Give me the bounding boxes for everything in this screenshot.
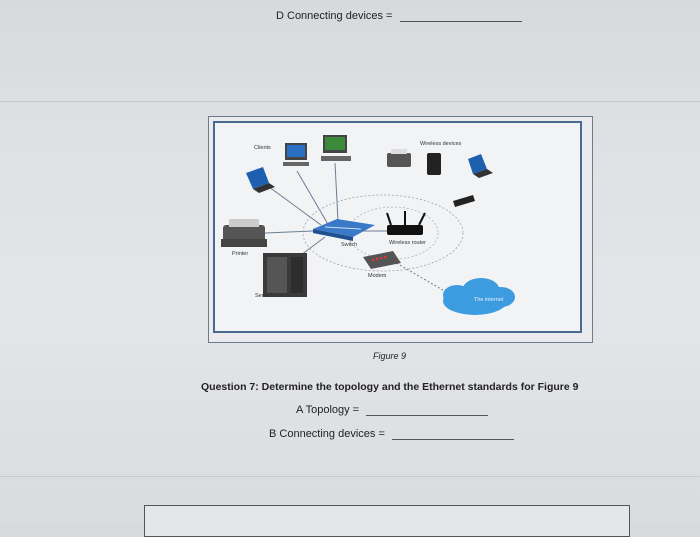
figure-caption: Figure 9	[373, 351, 407, 361]
switch-icon	[313, 219, 375, 241]
server-icon	[263, 253, 307, 297]
question-text: Question 7: Determine the topology and t…	[201, 381, 579, 393]
clients-label: Clients	[254, 145, 271, 151]
switch-label: Switch	[341, 242, 358, 248]
item-d-row: D Connecting devices =	[276, 10, 522, 22]
printer-icon	[387, 149, 411, 167]
page-rule	[0, 476, 700, 477]
client-laptop-icon	[246, 167, 275, 193]
modem-icon	[363, 251, 401, 269]
server-label: Server	[255, 293, 272, 299]
item-a-row: A Topology =	[296, 404, 489, 416]
client-desktop-icon	[321, 135, 351, 161]
page-rule	[0, 101, 700, 102]
item-d-label: D Connecting devices =	[276, 10, 393, 22]
item-a-answer-blank[interactable]	[366, 415, 489, 416]
item-d-answer-blank[interactable]	[399, 21, 522, 22]
client-desktop-icon	[283, 143, 309, 166]
tablet-icon	[427, 153, 441, 175]
internet-label: The internet	[474, 297, 504, 303]
item-b-label: B Connecting devices =	[269, 428, 385, 440]
network-diagram	[221, 135, 515, 315]
item-a-label: A Topology =	[296, 404, 360, 416]
answer-box[interactable]	[144, 505, 630, 537]
item-b-row: B Connecting devices =	[269, 428, 514, 440]
wireless-router-icon	[386, 211, 426, 235]
wireless-devices-label: Wireless devices	[420, 141, 462, 147]
phone-icon	[453, 195, 475, 207]
printer-icon	[221, 219, 267, 247]
modem-label: Modem	[368, 273, 387, 279]
printer-label: Printer	[232, 251, 249, 257]
item-b-answer-blank[interactable]	[391, 439, 514, 440]
wireless-router-label: Wireless router	[389, 240, 426, 246]
wireless-laptop-icon	[468, 154, 493, 178]
internet-cloud-icon	[443, 278, 515, 315]
